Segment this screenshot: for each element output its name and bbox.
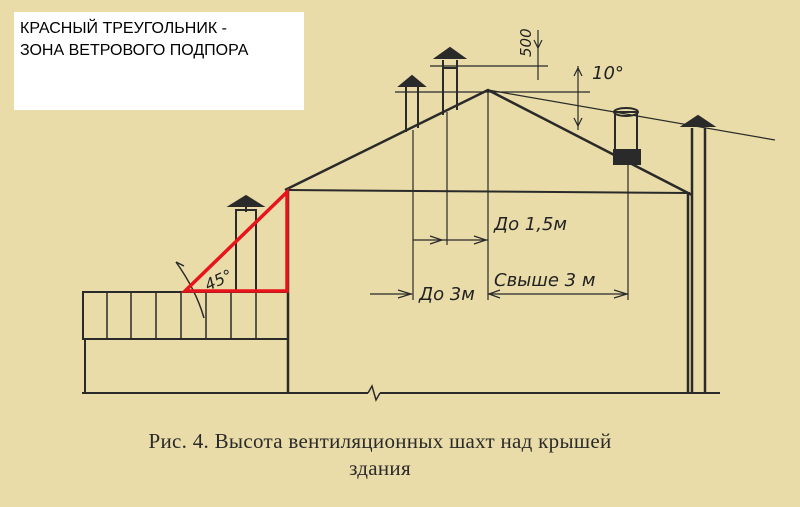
low-building-roof-band: [82, 291, 289, 340]
ten-degree-line: [487, 89, 776, 141]
free-standing-pipe: [679, 114, 717, 393]
ground-break: [367, 384, 381, 402]
roof-chimney-3: [613, 107, 641, 165]
caption-line-2: здания: [349, 456, 411, 480]
figure-caption: Рис. 4. Высота вентиляционных шахт над к…: [0, 428, 760, 482]
label-over-3m: Свыше 3 м: [494, 270, 595, 291]
left-chimney-cap: [226, 194, 266, 207]
low-building-roof-panels: [106, 292, 257, 339]
left-chimney: [235, 209, 257, 293]
tall-building-eave: [287, 189, 691, 194]
wind-zone-note: КРАСНЫЙ ТРЕУГОЛЬНИК - ЗОНА ВЕТРОВОГО ПОД…: [14, 12, 304, 110]
label-angle-10: 10°: [592, 63, 624, 84]
note-line-1: КРАСНЫЙ ТРЕУГОЛЬНИК -: [20, 20, 227, 37]
roof-chimney-1: [397, 74, 427, 132]
label-up-to-3m: До 3м: [418, 284, 475, 305]
wind-pressure-zone-triangle: [180, 187, 289, 293]
note-line-2: ЗОНА ВЕТРОВОГО ПОДПОРА: [20, 42, 249, 59]
caption-line-1: Рис. 4. Высота вентиляционных шахт над к…: [148, 429, 612, 453]
roof-chimney-2: [432, 46, 468, 115]
label-up-to-1-5m: До 1,5м: [493, 214, 567, 235]
label-height-500: 500: [517, 28, 535, 57]
